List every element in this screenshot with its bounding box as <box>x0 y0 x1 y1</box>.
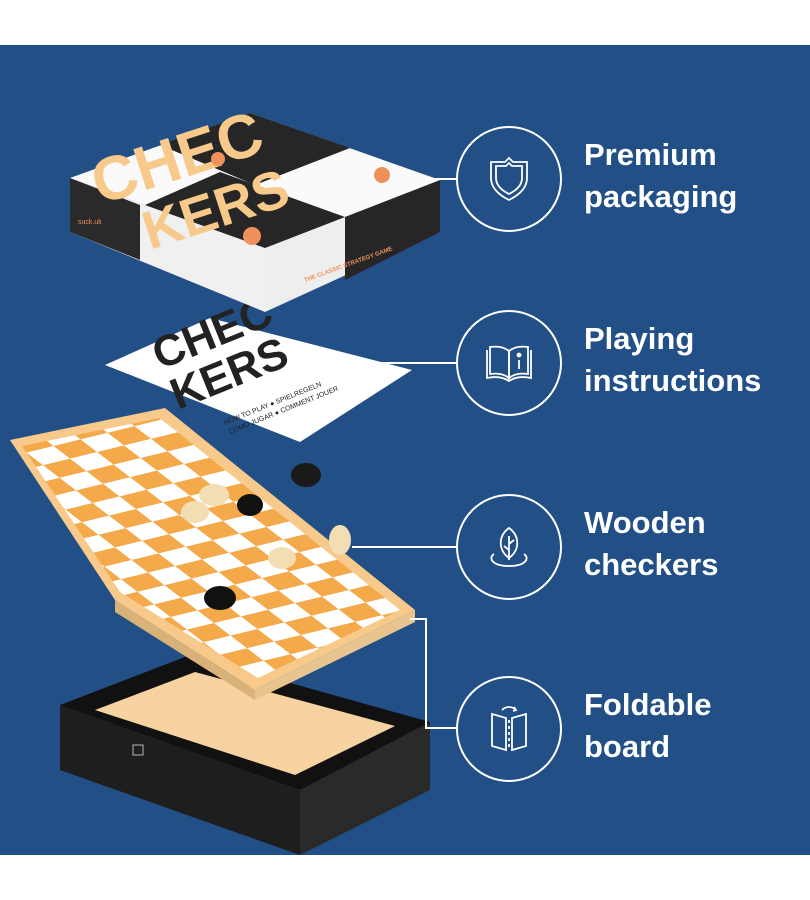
connector-line <box>410 618 426 620</box>
checker-pieces <box>181 463 351 610</box>
book-icon <box>486 345 532 383</box>
leaf-icon <box>490 526 528 567</box>
logo-mark <box>132 744 144 756</box>
fold-icon <box>491 706 527 752</box>
feature-icon-circle <box>456 494 562 600</box>
game-box: CHEC KERS THE CLASSIC STRATEGY GAME suck… <box>70 98 440 312</box>
shield-icon <box>490 156 528 202</box>
feature-icon-circle <box>456 310 562 416</box>
connector-line <box>425 727 457 729</box>
connector-line <box>350 362 457 364</box>
connector-line <box>425 618 427 728</box>
feature-icon-circle <box>456 126 562 232</box>
brand-name: suck.uk <box>78 219 102 226</box>
connector-line <box>352 546 457 548</box>
checkers-board <box>10 408 415 700</box>
feature-icon-circle <box>456 676 562 782</box>
storage-tray <box>60 655 430 855</box>
connector-line <box>425 178 457 180</box>
